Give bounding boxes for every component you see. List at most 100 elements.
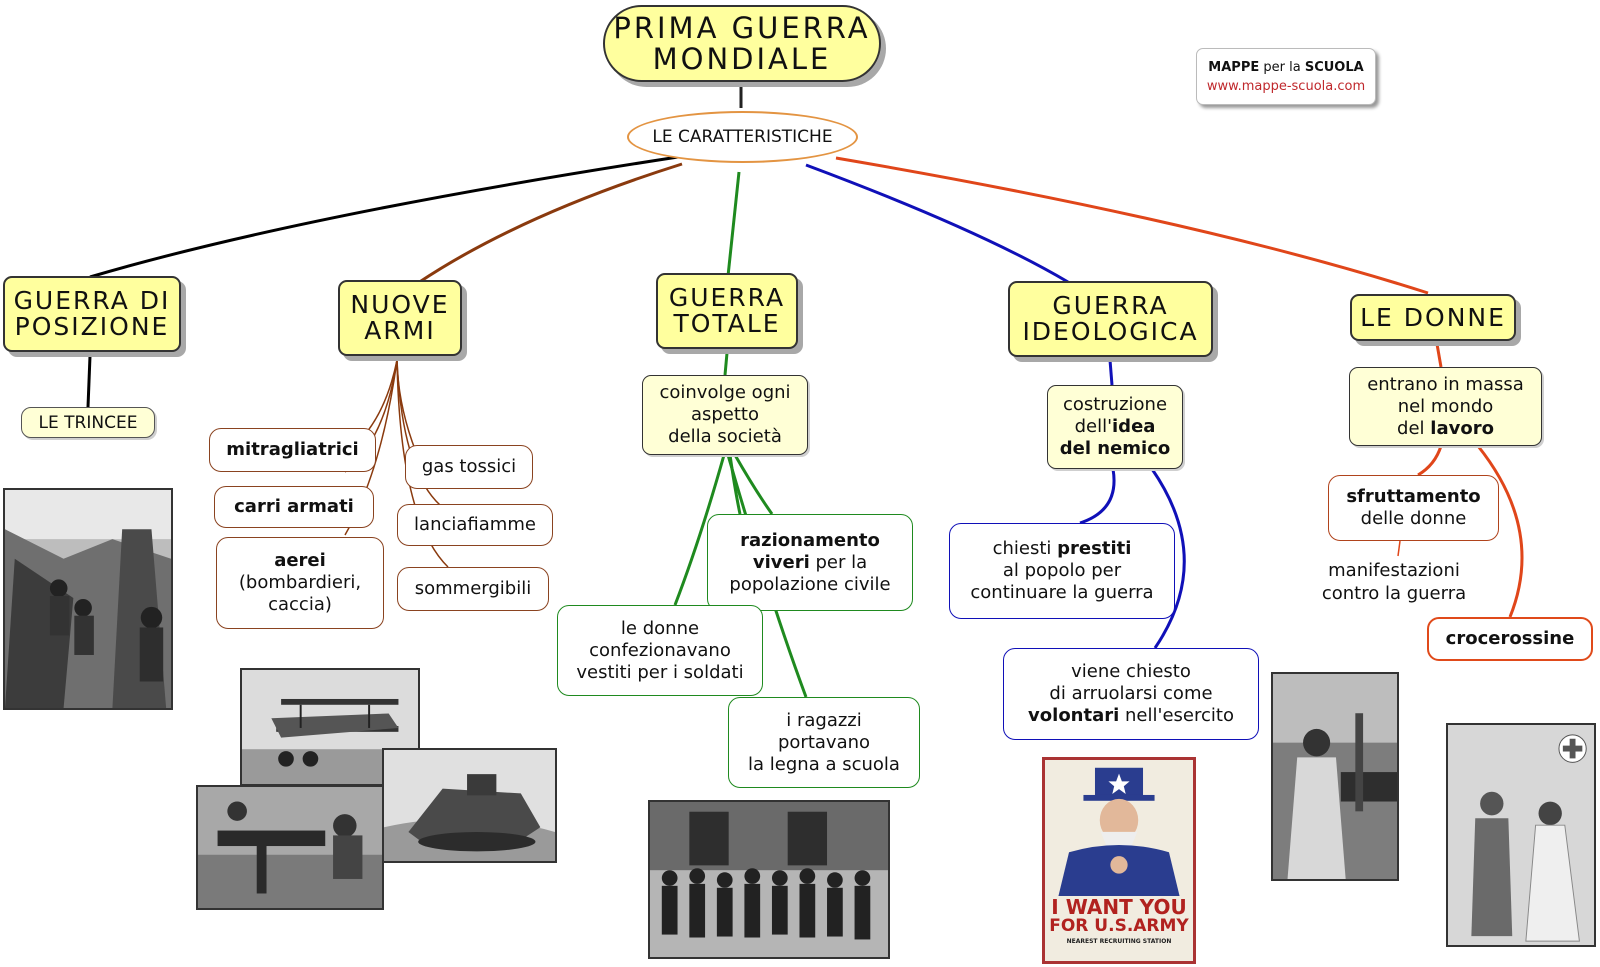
vol-line1: viene chiesto	[1071, 661, 1191, 682]
vol-line3: volontari nell'esercito	[1028, 705, 1234, 727]
link-armi-sommergibili	[396, 359, 449, 568]
costr-line2a: dell'	[1074, 416, 1113, 437]
category-guerra-di-posizione: GUERRA DI POSIZIONE	[3, 276, 181, 352]
brand-name-b: per la	[1263, 59, 1301, 75]
category-armi-label: NUOVE ARMI	[350, 290, 450, 345]
costr-line3: del nemico	[1059, 438, 1171, 459]
brand-name-c: SCUOLA	[1304, 59, 1364, 75]
link-donne-lavoro	[1435, 343, 1443, 368]
costr-line1: costruzione	[1062, 394, 1168, 415]
lavoro-line2: nel mondo	[1397, 395, 1494, 417]
totale-donne: le donne confezionavano vestiti per i so…	[557, 605, 763, 696]
totale-ragazzi: i ragazzi portavano la legna a scuola	[728, 697, 920, 788]
ragazzi-line3: la legna a scuola	[748, 753, 900, 775]
machine-gun-image	[198, 787, 382, 908]
category-posizione-label: GUERRA DI POSIZIONE	[13, 286, 171, 341]
vol-line3b: nell'esercito	[1119, 705, 1234, 726]
trenches-image	[5, 490, 171, 708]
queue-image	[650, 802, 888, 957]
category-ideologica-label: GUERRA IDEOLOGICA	[1022, 291, 1199, 346]
brand-url[interactable]: www.mappe-scuola.com	[1206, 78, 1366, 94]
link-to-posizione	[89, 155, 679, 279]
donne-manifestazioni: manifestazioni contro la guerra	[1308, 559, 1480, 605]
ideologica-costruzione: costruzione dell'idea del nemico	[1047, 385, 1183, 469]
tank-image	[384, 750, 555, 861]
poster-line2: FOR U.S.ARMY	[1049, 916, 1189, 936]
prestiti-line3: continuare la guerra	[970, 582, 1154, 603]
trincee-text: LE TRINCEE	[38, 412, 138, 433]
link-to-donne	[835, 156, 1429, 295]
link-coinvolge-donne	[673, 454, 726, 606]
totale-razionamento: razionamento viveri per la popolazione c…	[707, 514, 913, 611]
weapon-lanciafiamme: lanciafiamme	[397, 504, 553, 546]
category-totale-label: GUERRA TOTALE	[668, 283, 786, 338]
red-cross-image	[1448, 725, 1594, 945]
uncle-sam-image	[1045, 760, 1193, 961]
lavoro-line3b: lavoro	[1430, 417, 1494, 439]
weapon-mitragliatrici-text: mitragliatrici	[226, 439, 359, 460]
weapon-aerei: aerei (bombardieri, caccia)	[216, 537, 384, 629]
coinvolge-line1: coinvolge ogni	[659, 382, 791, 403]
weapon-gas-text: gas tossici	[421, 456, 517, 477]
link-lavoro-crocerossine	[1476, 445, 1524, 618]
category-le-donne: LE DONNE	[1350, 294, 1516, 341]
costr-line2: dell'idea	[1075, 416, 1156, 438]
manif-line1: manifestazioni	[1328, 560, 1460, 581]
link-sfruttamento-manif	[1397, 540, 1401, 557]
raz-line2-bold: viveri	[752, 551, 810, 573]
coinvolge-line2: aspetto	[690, 404, 760, 425]
photo-trenches	[3, 488, 173, 710]
donne-crocerossine: crocerossine	[1427, 617, 1593, 661]
weapon-carri-armati: carri armati	[214, 486, 374, 528]
prestiti-line1: chiesti prestiti	[993, 538, 1132, 560]
lavoro-line1: entrano in massa	[1367, 373, 1524, 395]
weapon-sommergibili: sommergibili	[397, 567, 549, 611]
raz-line3: popolazione civile	[729, 573, 891, 595]
vol-line3a: volontari	[1028, 705, 1120, 726]
weapon-aerei-sub2: caccia)	[268, 594, 332, 615]
photo-factory-woman	[1271, 672, 1399, 881]
raz-line2: viveri per la	[753, 552, 867, 574]
totdonne-line1: le donne	[620, 617, 700, 639]
photo-queue	[648, 800, 890, 959]
ideologica-prestiti: chiesti prestiti al popolo per continuar…	[949, 523, 1175, 619]
prestiti-line1a: chiesti	[992, 538, 1058, 559]
link-costruzione-prestiti	[1079, 468, 1116, 525]
poster-text: I WANT YOU FOR U.S.ARMY NEAREST RECRUITI…	[1045, 897, 1193, 948]
category-donne-label: LE DONNE	[1360, 302, 1506, 332]
subtitle-text: LE CARATTERISTICHE	[652, 127, 833, 147]
trincee-label: LE TRINCEE	[21, 407, 155, 438]
category-nuove-armi: NUOVE ARMI	[338, 280, 462, 356]
weapon-aerei-text: aerei	[274, 550, 326, 571]
brand-box: MAPPE per la SCUOLA www.mappe-scuola.com	[1196, 48, 1376, 105]
raz-line2-rest: per la	[809, 551, 868, 573]
link-to-armi	[417, 162, 683, 285]
photo-uncle-sam-poster: I WANT YOU FOR U.S.ARMY NEAREST RECRUITI…	[1042, 757, 1196, 964]
category-guerra-totale: GUERRA TOTALE	[656, 273, 798, 349]
ragazzi-line2: portavano	[777, 731, 871, 753]
category-guerra-ideologica: GUERRA IDEOLOGICA	[1008, 281, 1213, 357]
map-title: PRIMA GUERRA MONDIALE	[603, 5, 881, 82]
croce-text: crocerossine	[1445, 628, 1575, 649]
totdonne-line2: confezionavano	[589, 639, 731, 661]
sfrut-line1: sfruttamento	[1346, 486, 1481, 507]
totdonne-line3: vestiti per i soldati	[576, 661, 744, 683]
weapon-gas-tossici: gas tossici	[405, 445, 533, 489]
link-posizione-trincee	[86, 355, 92, 408]
weapon-aerei-sub: (bombardieri,	[238, 572, 362, 593]
totale-coinvolge: coinvolge ogni aspetto della società	[642, 375, 808, 455]
factory-woman-image	[1273, 674, 1397, 879]
vol-line2: di arruolarsi come	[1049, 683, 1213, 704]
costr-line2b: idea	[1112, 416, 1156, 437]
link-to-ideologica	[805, 163, 1069, 284]
link-lavoro-sfruttamento	[1417, 445, 1443, 477]
lavoro-line3a: del	[1397, 417, 1431, 439]
manif-line2: contro la guerra	[1321, 583, 1467, 604]
weapon-carri-text: carri armati	[234, 496, 354, 517]
ideologica-volontari: viene chiesto di arruolarsi come volonta…	[1003, 648, 1259, 740]
weapon-sommergibili-text: sommergibili	[414, 578, 532, 599]
photo-tank	[382, 748, 557, 863]
map-title-text: PRIMA GUERRA MONDIALE	[613, 10, 871, 76]
link-totale-coinvolge	[723, 352, 729, 376]
prestiti-line2: al popolo per	[1002, 560, 1122, 581]
